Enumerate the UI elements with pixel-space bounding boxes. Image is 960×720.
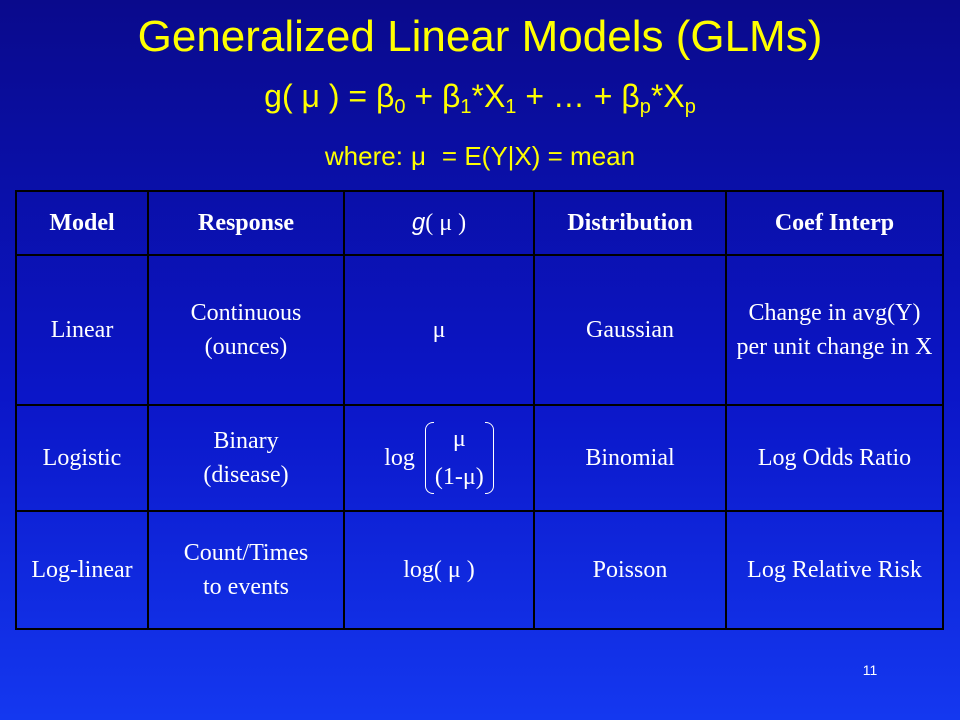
right-paren (484, 422, 494, 494)
cell-distribution: Poisson (533, 510, 727, 630)
header-g-arg: ( μ ) (425, 210, 467, 236)
logit-fraction: μ (1-μ) (424, 422, 494, 494)
response-line-2: (ounces) (204, 334, 288, 360)
formula-xp: *X (650, 78, 685, 114)
response-line-1: Count/Times (183, 540, 309, 566)
cell-coef-interp: Log Odds Ratio (725, 404, 944, 512)
where-mu: μ (410, 141, 426, 171)
slide-title: Generalized Linear Models (GLMs) (137, 12, 823, 61)
cell-distribution: Gaussian (533, 254, 727, 406)
cell-model: Log-linear (15, 510, 149, 630)
formula-beta0: β (375, 78, 395, 114)
response-line-2: (disease) (203, 462, 289, 488)
formula-ellipsis: + … + (516, 78, 622, 114)
left-paren (424, 422, 434, 494)
response-line-1: Continuous (190, 300, 302, 326)
header-coef-interp: Coef Interp (725, 190, 944, 256)
formula-definition: where:μ = E(Y|X) = mean (0, 138, 960, 174)
formula-betap: β (621, 78, 640, 114)
response-line-1: Binary (213, 428, 279, 454)
formula-xp-sub: p (684, 96, 696, 118)
formula-x1-sub: 1 (505, 96, 517, 118)
table-header-row: Model Response g( μ ) Distribution Coef … (15, 190, 944, 256)
cell-model: Linear (15, 254, 149, 406)
logit-log: log (384, 445, 415, 471)
formula-beta1: β (441, 78, 461, 114)
where-rest: = E(Y|X) = mean (441, 141, 636, 171)
logit-denominator: (1-μ) (434, 464, 484, 490)
formula-plus: + (405, 78, 442, 114)
header-link-function: g( μ ) (343, 190, 535, 256)
table-row-logistic: Logistic Binary (disease) log μ (1-μ) Bin… (15, 404, 944, 512)
response-line-2: to events (203, 574, 289, 600)
formula-lhs: g( μ ) = (264, 78, 376, 114)
cell-model: Logistic (15, 404, 149, 512)
logit-numerator: μ (452, 426, 466, 452)
cell-distribution: Binomial (533, 404, 727, 512)
formula-beta1-sub: 1 (460, 96, 472, 118)
cell-coef-interp: Change in avg(Y) per unit change in X (725, 254, 944, 406)
header-response: Response (147, 190, 345, 256)
table-row-linear: Linear Continuous (ounces) μ Gaussian Cha… (15, 254, 944, 406)
formula-betap-sub: p (639, 96, 651, 118)
glm-formula: g( μ ) = β0 + β1*X1 + … + βp*Xp (0, 72, 960, 120)
cell-coef-interp: Log Relative Risk (725, 510, 944, 630)
slide-number: 11 (862, 662, 878, 678)
formula-beta0-sub: 0 (394, 96, 406, 118)
header-g: g (411, 209, 426, 236)
cell-response: Binary (disease) (147, 404, 345, 512)
cell-response: Count/Times to events (147, 510, 345, 630)
cell-link: μ (343, 254, 535, 406)
cell-link: log( μ ) (343, 510, 535, 630)
header-model: Model (15, 190, 149, 256)
cell-response: Continuous (ounces) (147, 254, 345, 406)
logit-expression: log μ (1-μ) (384, 422, 494, 494)
formula-x1: *X (471, 78, 506, 114)
cell-link: log μ (1-μ) (343, 404, 535, 512)
glm-table: Model Response g( μ ) Distribution Coef … (15, 190, 944, 630)
header-distribution: Distribution (533, 190, 727, 256)
where-prefix: where: (324, 141, 403, 171)
table-row-log-linear: Log-linear Count/Times to events log( μ )… (15, 510, 944, 630)
